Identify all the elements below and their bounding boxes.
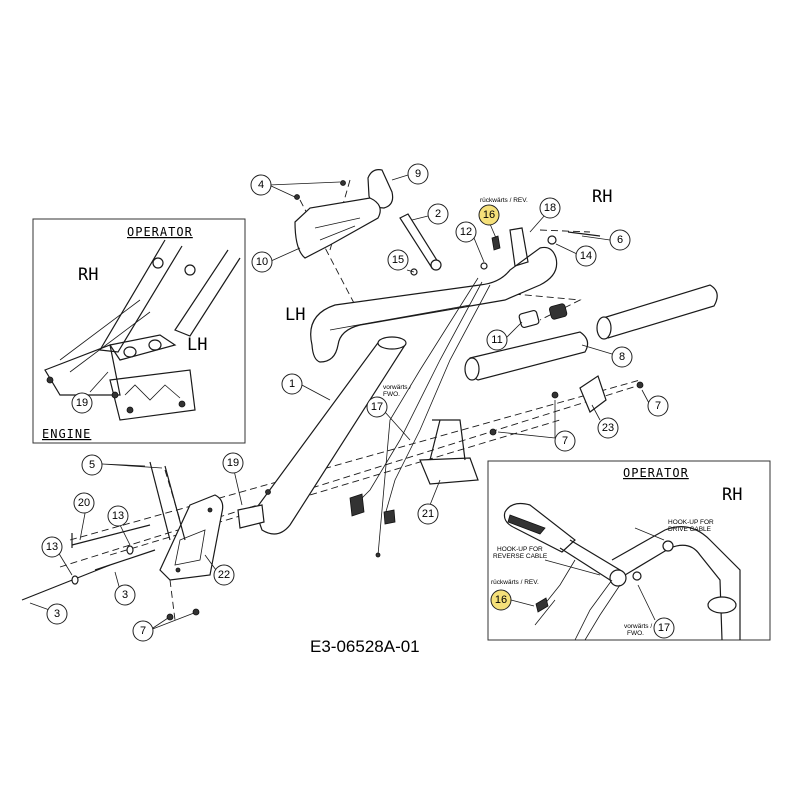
part-19-sleeve [237,504,265,529]
upper-handle-bar [310,227,558,363]
callouts: 4 9 2 16 18 12 6 14 10 15 11 8 1 17 7 23 [41,163,669,642]
callout-7-b-label: 7 [655,400,661,412]
callout-18 [539,197,561,219]
fwd-label-1: vorwärts / [383,384,411,391]
inset-left: OPERATOR RH LH ENGINE 19 [32,218,246,444]
callout-11 [486,329,508,351]
inset-left-lh: LH [187,335,207,355]
hardware [21,180,644,621]
callout-1 [281,373,303,395]
inset-left-callout-19 [71,392,93,414]
inset-left-frame [32,218,246,444]
callout-7-c-label: 7 [140,625,146,637]
callout-13-a [107,505,129,527]
part-1-lower-handle [254,336,407,535]
inset-left-callout-19-label: 19 [76,397,88,409]
callout-14 [575,245,597,267]
inset-right-callout-17 [653,617,675,639]
callout-9 [407,163,429,185]
drawing-code: E3-06528A-01 [310,637,420,656]
callout-17-label: 17 [371,401,383,413]
part-17-cables [349,277,491,558]
callout-7-c [132,620,154,642]
part-22-bracket [159,494,224,581]
inset-left-handle-frame [44,239,241,421]
fwd-label-2: FWO. [383,391,400,398]
callout-12-label: 12 [460,226,472,238]
callout-6 [609,229,631,251]
inset-left-title: OPERATOR [127,225,193,239]
part-8-grips [464,284,718,381]
callout-7-a-label: 7 [562,435,568,447]
callout-7-a [554,430,576,452]
inset-left-engine: ENGINE [42,427,91,441]
callout-13-a-label: 13 [112,510,124,522]
callout-15 [387,249,409,271]
inset-right-handle [503,502,741,641]
callout-3-a [114,584,136,606]
callout-2-label: 2 [435,208,441,220]
part-2-lever [399,213,442,271]
inset-right-frame [487,460,771,641]
callout-6-label: 6 [617,234,623,246]
callout-7-b [647,395,669,417]
callout-5 [81,454,103,476]
callout-22-label: 22 [218,569,230,581]
callout-21-label: 21 [422,508,434,520]
callout-19 [222,452,244,474]
callout-4-label: 4 [258,179,264,191]
callout-4 [250,174,272,196]
callout-17 [366,396,388,418]
callout-3-a-label: 3 [122,589,128,601]
callout-10 [251,251,273,273]
inset-right: OPERATOR RH HOOK-UP FOR DRIVE CABLE HOOK… [487,460,771,641]
callout-18-label: 18 [544,202,556,214]
part-21-bracket [419,419,479,485]
part-23-bracket [579,375,607,413]
label-rh: RH [592,187,612,207]
callout-16 [478,204,500,226]
callout-22 [213,564,235,586]
callout-1-label: 1 [289,378,295,390]
callout-3-b-label: 3 [54,608,60,620]
inset-right-fwd-label1: vorwärts / [624,623,652,630]
callout-23-label: 23 [602,422,614,434]
part-10-cover [294,197,381,259]
callout-13-b-label: 13 [46,541,58,553]
hookup-drive-line1: HOOK-UP FOR [668,519,714,526]
label-lh: LH [285,305,305,325]
inset-left-rh: RH [78,265,98,285]
part-11-plugs [518,303,568,329]
callout-15-label: 15 [392,254,404,266]
callout-13-b [41,536,63,558]
callout-8-label: 8 [619,351,625,363]
callout-9-label: 9 [415,168,421,180]
inset-right-callout-17-label: 17 [658,622,670,634]
callout-3-b [46,603,68,625]
callout-19-label: 19 [227,457,239,469]
callout-10-label: 10 [256,256,268,268]
callout-2 [427,203,449,225]
inset-right-title: OPERATOR [623,466,689,480]
callout-20-label: 20 [78,497,90,509]
inset-right-callout-16-label: 16 [495,594,507,606]
inset-right-rh: RH [722,485,742,505]
callout-11-label: 11 [491,334,502,346]
rev-label: rückwärts / REV. [480,197,528,204]
callout-23 [597,417,619,439]
callout-21 [417,503,439,525]
callout-20 [73,492,95,514]
inset-right-rev-label: rückwärts / REV. [491,579,539,586]
callout-12 [455,221,477,243]
callout-5-label: 5 [89,459,95,471]
callout-16-label: 16 [483,209,495,221]
callout-14-label: 14 [580,250,592,262]
hookup-drive-line2: DRIVE CABLE [668,526,712,533]
hookup-reverse-line2: REVERSE CABLE [493,553,548,560]
callout-8 [611,346,633,368]
hookup-reverse-line1: HOOK-UP FOR [497,546,543,553]
inset-right-fwd-label2: FWO. [627,630,644,637]
leader-lines [29,174,651,631]
